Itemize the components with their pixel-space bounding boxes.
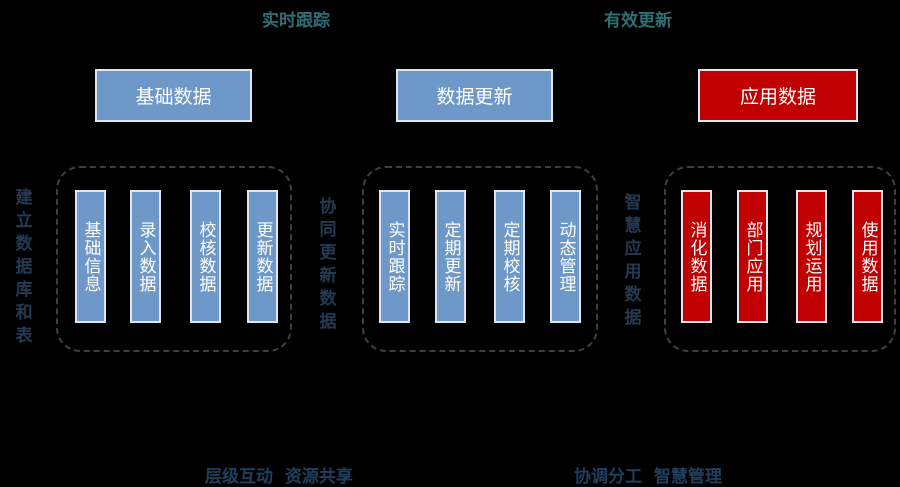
item-dynamic-management: 动态管理 xyxy=(550,190,581,323)
item-periodic-update: 定期更新 xyxy=(435,190,466,323)
item-realtime-tracking: 实时跟踪 xyxy=(379,190,410,323)
item-periodic-verify: 定期校核 xyxy=(494,190,525,323)
header-basic-data: 基础数据 xyxy=(95,69,252,122)
item-planning-usage: 规划运用 xyxy=(796,190,827,323)
item-basic-info: 基础信息 xyxy=(75,190,106,323)
item-use-data: 使用数据 xyxy=(852,190,883,323)
side-label-smart-application: 智慧应用数据 xyxy=(624,193,642,328)
side-label-build-database: 建立数据库和表 xyxy=(15,188,33,346)
bottom-label-right: 协调分工 智慧管理 xyxy=(574,467,722,487)
top-label-left: 实时跟踪 xyxy=(262,11,330,31)
item-digest-data: 消化数据 xyxy=(681,190,712,323)
top-label-right: 有效更新 xyxy=(604,11,672,31)
header-data-update: 数据更新 xyxy=(396,69,553,122)
group-basic-data xyxy=(56,166,292,352)
item-verify-data: 校核数据 xyxy=(190,190,221,323)
group-application-data xyxy=(664,166,896,352)
item-input-data: 录入数据 xyxy=(130,190,161,323)
item-update-data: 更新数据 xyxy=(247,190,278,323)
side-label-collaborative-update: 协同更新数据 xyxy=(319,197,337,332)
item-department-application: 部门应用 xyxy=(737,190,768,323)
bottom-label-left: 层级互动 资源共享 xyxy=(205,467,353,487)
group-data-update xyxy=(362,166,598,352)
header-application-data: 应用数据 xyxy=(698,69,858,122)
